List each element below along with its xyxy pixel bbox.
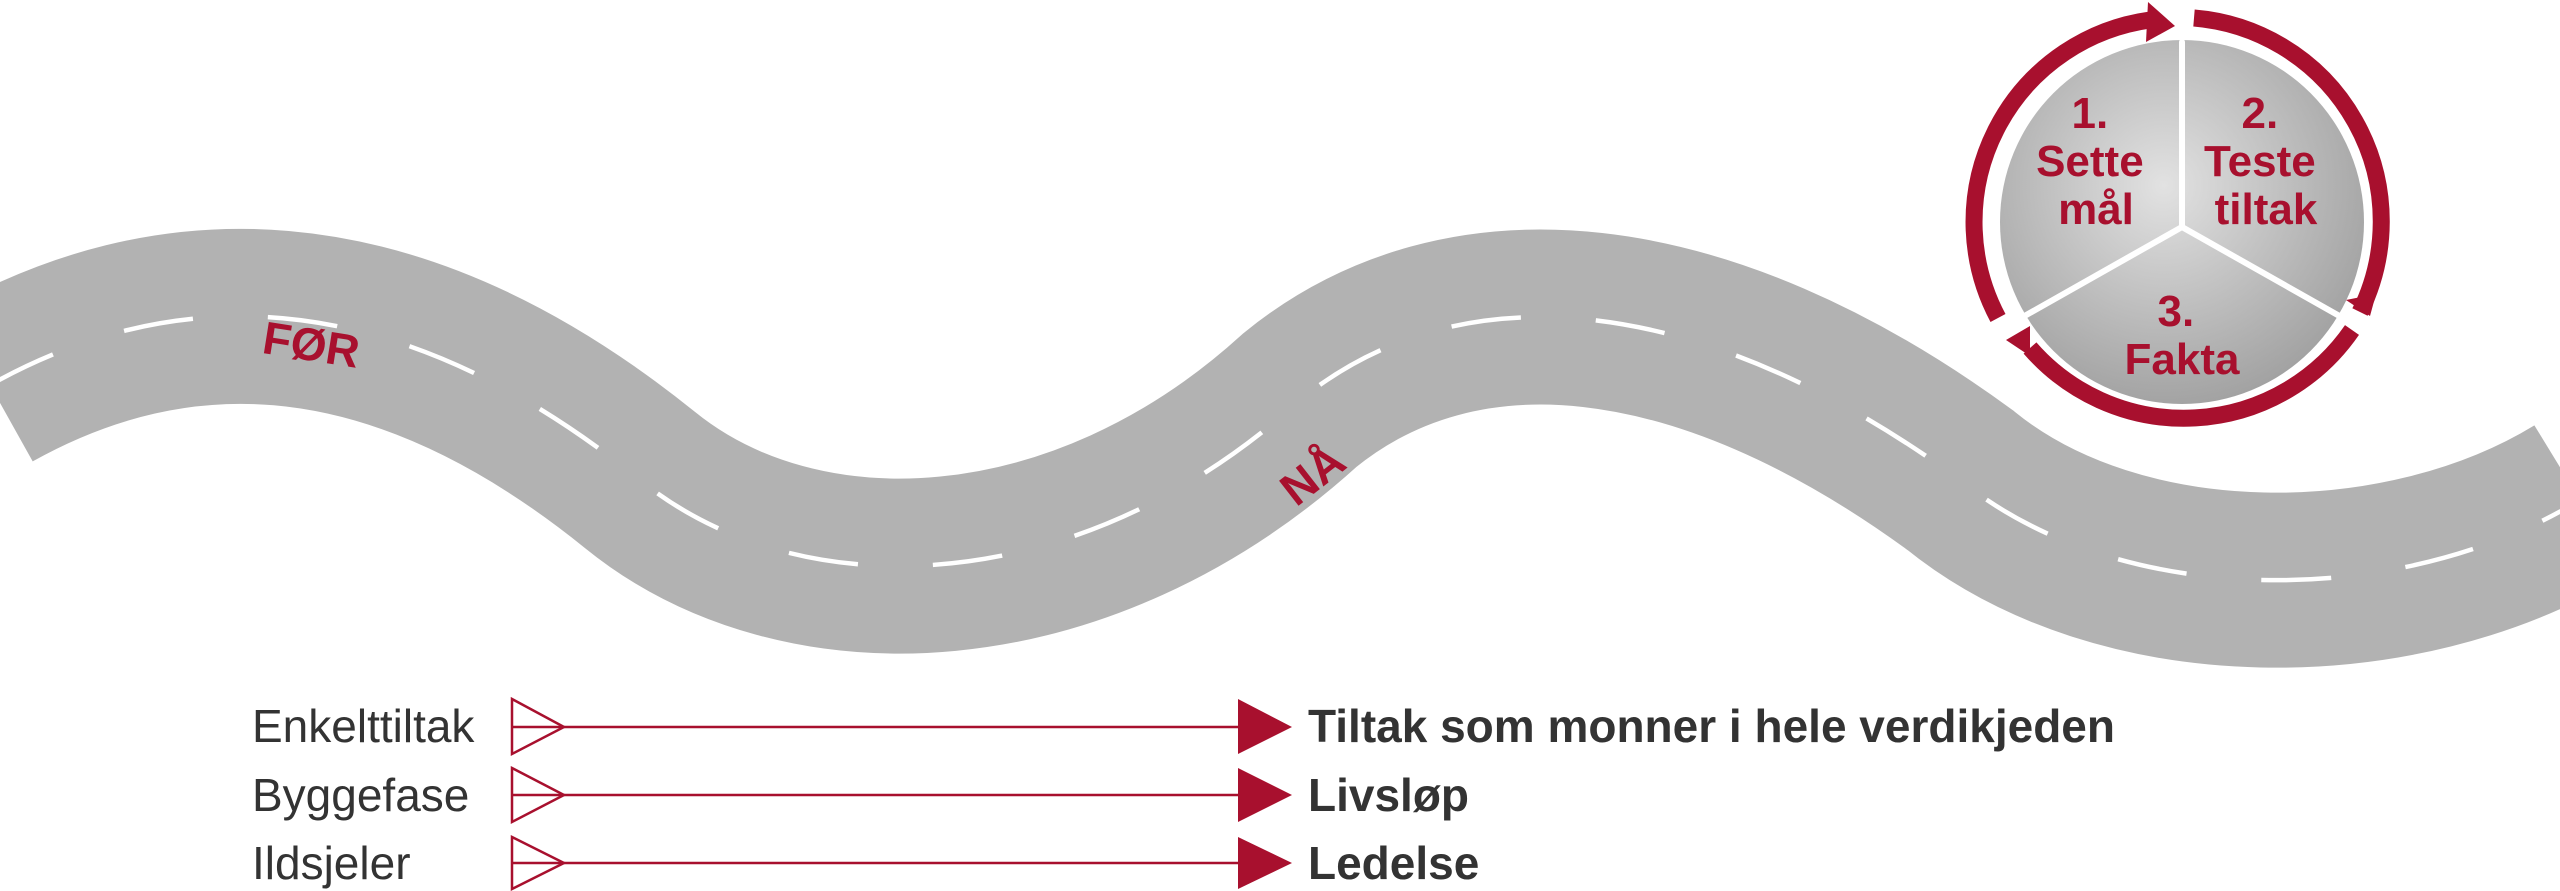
transition-to: Ledelse: [1308, 837, 1479, 889]
cycle-segment-1-line-1: Sette: [2036, 137, 2144, 186]
cycle-arc-2: [2193, 9, 2390, 316]
transition-from: Ildsjeler: [252, 837, 411, 889]
cycle-segment-2: 2. Teste tiltak: [2204, 89, 2328, 234]
arrow-head-icon: [1238, 699, 1292, 754]
transition-from: Enkelttiltak: [252, 700, 475, 752]
arrow-head-icon: [1238, 768, 1292, 822]
cycle-arrow-ring: [1965, 9, 2390, 427]
transition-to: Livsløp: [1308, 769, 1469, 821]
cycle-arc-1: [1965, 11, 2152, 322]
road: FØR NÅ: [0, 228, 2560, 668]
transition-to: Tiltak som monner i hele verdikjeden: [1308, 700, 2115, 752]
cycle-diagram: 1. Sette mål 2. Teste tiltak 3. Fakta: [1965, 2, 2390, 427]
transition-list: Enkelttiltak Tiltak som monner i hele ve…: [252, 696, 2115, 891]
cycle-segment-3: 3. Fakta: [2125, 287, 2240, 384]
cycle-arrowheads: [2006, 2, 2376, 356]
cycle-segment-3-line-1: Fakta: [2125, 335, 2240, 384]
cycle-segment-2-line-2: tiltak: [2215, 185, 2318, 234]
cycle-segment-1: 1. Sette mål: [2036, 89, 2156, 234]
transition-from: Byggefase: [252, 769, 469, 821]
cycle-arrowhead-top: [2146, 2, 2175, 42]
road-center-line: [0, 314, 2560, 583]
transition-row: Enkelttiltak Tiltak som monner i hele ve…: [252, 696, 2115, 757]
cycle-segment-3-number: 3.: [2158, 287, 2195, 336]
transition-row: Ildsjeler Ledelse: [252, 834, 1479, 891]
cycle-arc-3: [2023, 325, 2359, 427]
cycle-segment-2-number: 2.: [2242, 89, 2279, 138]
cycle-arrowhead-bottom: [2006, 326, 2030, 356]
cycle-segment-1-number: 1.: [2072, 89, 2109, 138]
cycle-arrowhead-right: [2346, 294, 2376, 316]
cycle-dividers: [2018, 39, 2346, 321]
transition-row: Byggefase Livsløp: [252, 765, 1469, 825]
cycle-segment-2-line-1: Teste: [2204, 137, 2316, 186]
arrow-head-icon: [1238, 837, 1292, 889]
cycle-segment-1-line-2: mål: [2058, 185, 2134, 234]
